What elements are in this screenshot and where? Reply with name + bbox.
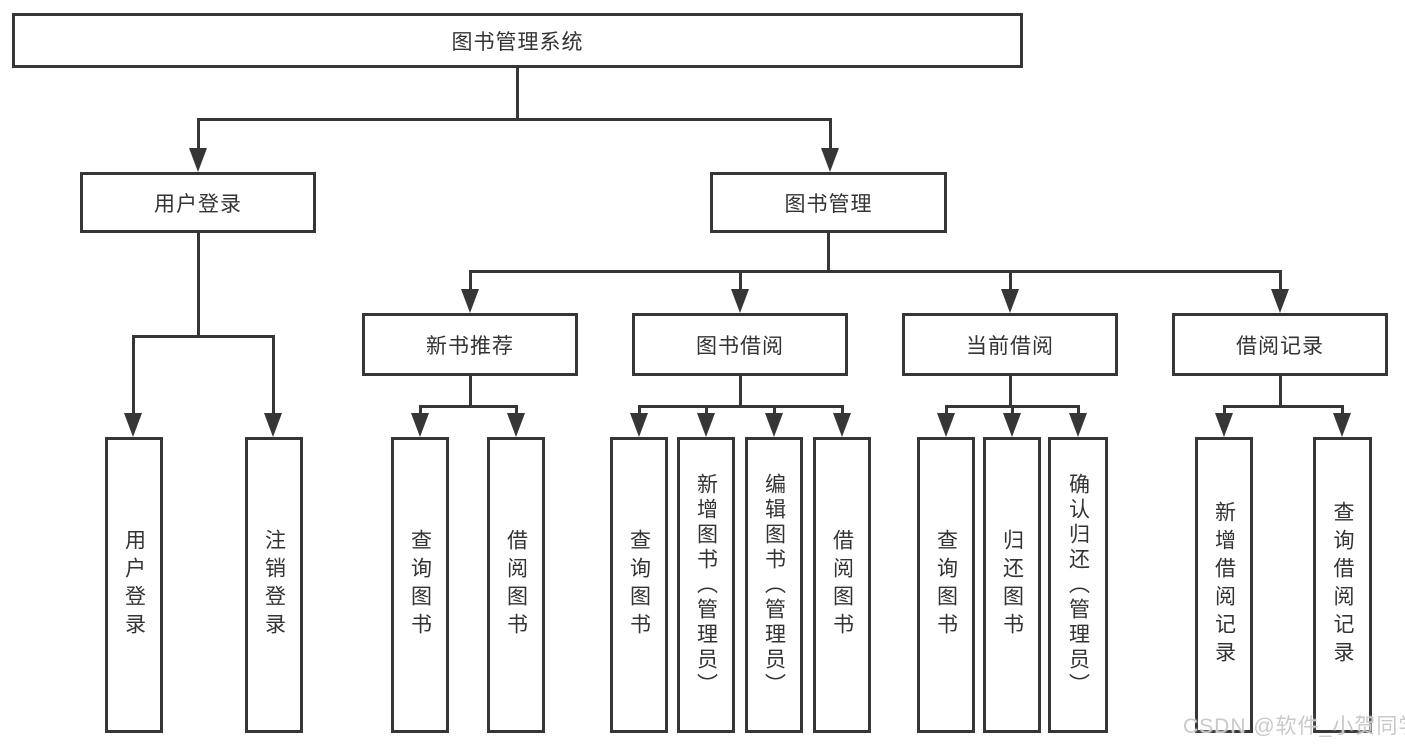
node-book-mgmt: 图书管理 [710,172,947,233]
leaf-query-borrow-record: 查询借阅记录 [1313,437,1372,733]
connector-line [1009,376,1012,407]
node-new-book-recommend: 新书推荐 [362,313,578,376]
arrow-down [124,413,142,437]
arrow-down [1001,289,1019,313]
leaf-query-book-recommend: 查询图书 [391,437,449,733]
connector-line [469,376,472,407]
arrow-down [731,289,749,313]
arrow-down [1333,413,1351,437]
node-user-login: 用户登录 [80,172,316,233]
arrow-down [411,413,429,437]
node-current-borrow: 当前借阅 [902,313,1118,376]
leaf-borrow-book: 借阅图书 [813,437,871,733]
node-root: 图书管理系统 [12,13,1023,68]
leaf-logout: 注销登录 [245,437,303,733]
connector-line [1223,405,1344,408]
arrow-down [1069,413,1087,437]
watermark: CSDN @软件_小贺同学 [1183,715,1405,738]
arrow-down [937,413,955,437]
connector-line [197,118,200,152]
node-book-borrow: 图书借阅 [632,313,848,376]
connector-line [829,118,832,152]
connector-line [638,405,844,408]
connector-line [515,405,518,417]
connector-line [827,233,830,272]
arrow-down [1003,413,1021,437]
leaf-add-borrow-record: 新增借阅记录 [1195,437,1253,733]
arrow-down [630,413,648,437]
leaf-borrow-book-recommend: 借阅图书 [487,437,545,733]
arrow-down [1215,413,1233,437]
leaf-query-book-borrow: 查询图书 [610,437,668,733]
connector-line [132,335,275,338]
connector-line [739,376,742,407]
arrow-down [765,413,783,437]
node-borrow-record: 借阅记录 [1172,313,1388,376]
arrow-down [1271,289,1289,313]
leaf-add-book-admin: 新增图书（管理员） [677,437,735,733]
arrow-down [697,413,715,437]
connector-line [1341,405,1344,417]
arrow-down [821,148,839,172]
connector-line [638,405,641,417]
arrow-down [461,289,479,313]
leaf-confirm-return-admin: 确认归还（管理员） [1048,437,1108,733]
leaf-user-login: 用户登录 [105,437,163,733]
connector-line [469,270,1282,273]
connector-line [469,270,472,292]
connector-line [1077,405,1080,417]
connector-line [945,405,948,417]
connector-line [705,405,708,417]
connector-line [197,233,200,337]
leaf-query-book-current: 查询图书 [917,437,975,733]
connector-line [739,270,742,292]
connector-line [419,405,518,408]
connector-line [419,405,422,417]
connector-line [773,405,776,417]
connector-line [1011,405,1014,417]
connector-line [516,68,519,118]
connector-line [1279,376,1282,407]
arrow-down [264,413,282,437]
connector-line [132,335,135,417]
connector-line [197,118,832,121]
leaf-edit-book-admin: 编辑图书（管理员） [745,437,803,733]
connector-line [841,405,844,417]
connector-line [1279,270,1282,292]
arrow-down [507,413,525,437]
connector-line [1009,270,1012,292]
connector-line [272,335,275,417]
connector-line [1223,405,1226,417]
leaf-return-book: 归还图书 [983,437,1041,733]
arrow-down [833,413,851,437]
arrow-down [189,148,207,172]
